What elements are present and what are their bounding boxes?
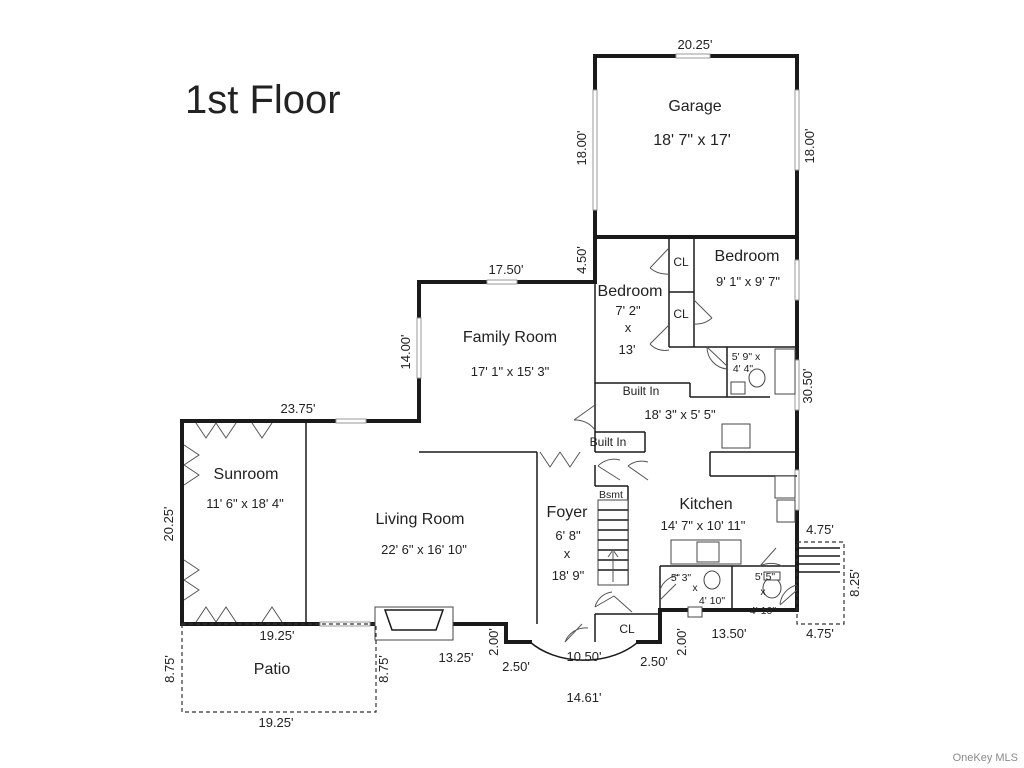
credit-text: OneKey MLS (952, 752, 1018, 764)
dim-foyer-right-jog: 2.00' (674, 628, 689, 656)
dim-patio-bottom: 19.25' (258, 715, 293, 730)
dim-patio-left: 8.75' (162, 655, 177, 683)
garage-walls (592, 53, 800, 239)
fixtures (670, 348, 796, 618)
dim-step-left: 4.50' (574, 246, 589, 274)
svg-text:Foyer: Foyer (547, 504, 589, 521)
hall-size: 18' 3" x 5' 5" (644, 407, 716, 422)
closet-label-1: CL (673, 255, 689, 269)
svg-text:Living Room: Living Room (376, 511, 465, 528)
dim-foyer-bottom: 10.50' (566, 649, 601, 664)
door-swings (564, 247, 798, 643)
bath-upper-label: 5' 9" x 4' 4" (732, 351, 761, 375)
svg-text:Bedroom: Bedroom (715, 248, 780, 265)
dim-patio-top: 19.25' (259, 628, 294, 643)
svg-text:x: x (625, 320, 632, 335)
built-in-label-2: Built In (590, 435, 627, 449)
bedroom-large-label: Bedroom 9' 1" x 9' 7" (715, 248, 781, 289)
living-room-label: Living Room 22' 6" x 16' 10" (376, 511, 468, 557)
dimension-labels: 20.25' 18.00' 18.00' 4.50' 17.50' 14.00'… (161, 37, 862, 730)
dim-foyer-left-jog: 2.00' (486, 628, 501, 656)
svg-text:18' 9": 18' 9" (552, 568, 585, 583)
dim-sunroom-left: 20.25' (161, 506, 176, 541)
svg-text:6' 8": 6' 8" (555, 528, 581, 543)
bath-lower-left-label: 5' 3" x 4' 10" (671, 572, 726, 607)
basement-label: Bsmt (599, 489, 623, 501)
foyer-label: Foyer 6' 8" x 18' 9" (547, 504, 589, 583)
dim-foyer-right-bottom: 2.50' (640, 654, 668, 669)
sunroom-doors (183, 422, 581, 623)
dim-family-top: 17.50' (488, 262, 523, 277)
svg-text:Bedroom: Bedroom (598, 283, 663, 300)
svg-text:Sunroom: Sunroom (214, 466, 279, 483)
dim-garage-right: 18.00' (802, 128, 817, 163)
sunroom-label: Sunroom 11' 6" x 18' 4" (206, 466, 284, 511)
patio-label: Patio (254, 661, 291, 678)
dim-step-right: 8.25' (847, 569, 862, 597)
dim-family-left: 14.00' (398, 334, 413, 369)
closet-label-3: CL (619, 622, 635, 636)
stairs (597, 499, 629, 586)
family-room-label: Family Room 17' 1" x 15' 3" (463, 329, 557, 379)
svg-text:Kitchen: Kitchen (679, 496, 732, 513)
dim-garage-left: 18.00' (574, 130, 589, 165)
bay-window (529, 641, 639, 661)
dim-right-side: 30.50' (800, 368, 815, 403)
patio-outline (181, 623, 377, 713)
svg-text:9' 1" x 9' 7": 9' 1" x 9' 7" (716, 274, 780, 289)
svg-text:11' 6" x 18' 4": 11' 6" x 18' 4" (206, 496, 284, 511)
exterior-steps (796, 541, 845, 625)
svg-text:14' 7" x 10' 11": 14' 7" x 10' 11" (661, 518, 746, 533)
floor-title: 1st Floor (185, 78, 341, 122)
bath-lower-right-label: 5' 5" x 4' 10" (750, 571, 776, 617)
svg-text:Garage: Garage (668, 98, 721, 115)
interior-walls (305, 237, 797, 642)
garage-label: Garage 18' 7" x 17' (653, 98, 731, 149)
dim-foyer-left-bottom: 2.50' (502, 659, 530, 674)
svg-text:18' 7" x 17': 18' 7" x 17' (653, 132, 731, 149)
dim-sunroom-top: 23.75' (280, 401, 315, 416)
dim-living-bottom: 13.25' (438, 650, 473, 665)
svg-text:x: x (760, 586, 766, 598)
svg-text:5' 3": 5' 3" (671, 572, 692, 584)
dim-patio-right: 8.75' (376, 655, 391, 683)
svg-text:5' 5": 5' 5" (755, 571, 776, 583)
dim-bay: 14.61' (566, 690, 601, 705)
dim-kitchen-bottom: 13.50' (711, 626, 746, 641)
svg-text:22' 6" x 16' 10": 22' 6" x 16' 10" (381, 542, 467, 557)
dim-garage-top: 20.25' (677, 37, 712, 52)
svg-text:4' 10": 4' 10" (699, 595, 725, 607)
svg-text:x: x (564, 546, 571, 561)
svg-text:17' 1" x 15' 3": 17' 1" x 15' 3" (471, 364, 550, 379)
dim-step-top: 4.75' (806, 522, 834, 537)
fireplace (374, 606, 454, 641)
bedroom-small-label: Bedroom 7' 2" x 13' (598, 283, 663, 357)
built-in-label-1: Built In (623, 384, 660, 398)
svg-text:5' 9" x: 5' 9" x (732, 351, 761, 363)
svg-text:4' 10": 4' 10" (750, 605, 776, 617)
kitchen-label: Kitchen 14' 7" x 10' 11" (661, 496, 746, 533)
svg-text:7' 2": 7' 2" (615, 303, 641, 318)
svg-text:x: x (692, 582, 698, 594)
svg-text:13': 13' (619, 342, 636, 357)
dim-step-bottom: 4.75' (806, 626, 834, 641)
svg-text:Family Room: Family Room (463, 329, 557, 346)
svg-text:4' 4": 4' 4" (733, 363, 754, 375)
closet-label-2: CL (673, 307, 689, 321)
